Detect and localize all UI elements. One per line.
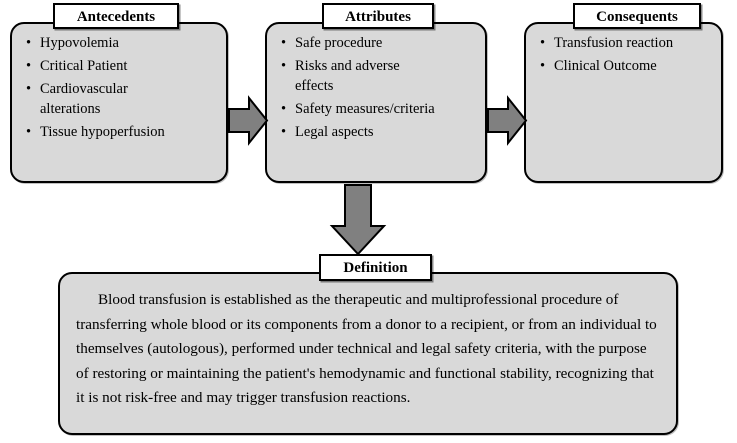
list-item: Hypovolemia [26,34,218,54]
definition-caption: Definition [319,254,432,281]
list-item: Critical Patient [26,57,218,77]
consequents-caption: Consequents [573,3,701,29]
arrow-attributes-to-definition [329,184,387,256]
list-item: Transfusion reaction [540,34,713,54]
consequents-list: Transfusion reaction Clinical Outcome [540,34,713,80]
attributes-caption: Attributes [322,3,434,29]
arrow-antecedents-to-attributes [228,95,269,146]
antecedents-box: Hypovolemia Critical Patient Cardiovascu… [10,22,228,183]
list-item: Legal aspects [281,123,477,143]
attributes-box: Safe procedure Risks and adverse effects… [265,22,487,183]
list-item: Safe procedure [281,34,477,54]
list-item: Clinical Outcome [540,57,713,77]
antecedents-caption: Antecedents [53,3,179,29]
list-item: Risks and adverse [281,57,477,77]
consequents-box: Transfusion reaction Clinical Outcome [524,22,723,183]
caption-label: Antecedents [76,9,156,25]
attributes-list: Safe procedure Risks and adverse effects… [281,34,477,146]
caption-label: Consequents [596,9,678,25]
arrow-attributes-to-consequents [487,95,528,146]
caption-label: Definition [343,260,408,276]
antecedents-list: Hypovolemia Critical Patient Cardiovascu… [26,34,218,146]
list-item: Cardiovascular [26,80,218,100]
definition-text: Blood transfusion is established as the … [76,291,657,406]
caption-label: Attributes [345,9,411,25]
list-item-continuation: effects [295,77,334,94]
list-item: Tissue hypoperfusion [26,123,218,143]
definition-box: Blood transfusion is established as the … [58,272,678,435]
list-item-continuation: alterations [40,100,101,117]
list-item: Safety measures/criteria [281,100,477,120]
